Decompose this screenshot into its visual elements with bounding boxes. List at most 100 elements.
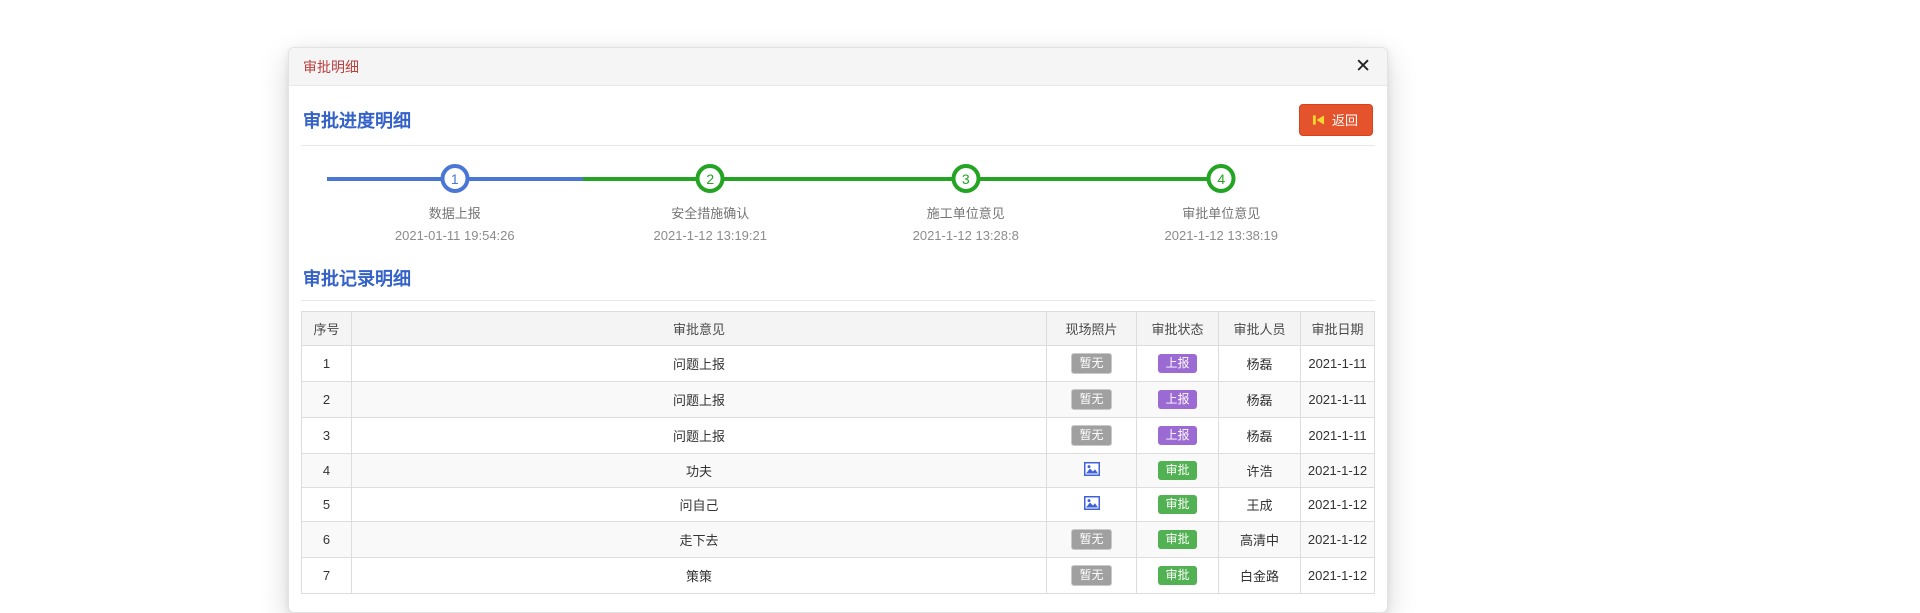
cell-opinion: 问题上报 xyxy=(351,381,1047,418)
cell-status: 上报 xyxy=(1136,345,1219,382)
header-status: 审批状态 xyxy=(1136,311,1219,346)
stepper-step-timestamp: 2021-1-12 13:28:8 xyxy=(912,228,1019,243)
cell-date: 2021-1-11 xyxy=(1300,381,1375,418)
photo-cell-content: 暂无 xyxy=(1071,529,1112,550)
modal-title: 审批明细 xyxy=(303,58,359,75)
header-photo: 现场照片 xyxy=(1046,311,1137,346)
cell-photo: 暂无 xyxy=(1046,417,1137,454)
approval-detail-modal: 审批明细 ✕ 审批进度明细 返回 xyxy=(288,47,1388,613)
stepper-step: 3 施工单位意见 2021-1-12 13:28:8 xyxy=(838,164,1094,243)
stepper-connector-left xyxy=(327,177,441,181)
no-photo-badge: 暂无 xyxy=(1071,565,1112,586)
table-row: 5 问自己 xyxy=(301,487,1375,522)
cell-no: 6 xyxy=(301,521,352,558)
cell-no: 2 xyxy=(301,381,352,418)
stepper-step-timestamp: 2021-01-11 19:54:26 xyxy=(394,228,515,243)
status-badge: 审批 xyxy=(1158,461,1197,480)
stepper-connector-right xyxy=(979,177,1094,181)
cell-date: 2021-1-12 xyxy=(1300,487,1375,522)
modal-header: 审批明细 ✕ xyxy=(289,48,1387,86)
no-photo-badge: 暂无 xyxy=(1071,529,1112,550)
cell-opinion: 问题上报 xyxy=(351,417,1047,454)
stepper-step: 1 数据上报 2021-01-11 19:54:26 xyxy=(327,164,583,243)
back-button-label: 返回 xyxy=(1331,113,1358,128)
cell-no: 3 xyxy=(301,417,352,454)
cell-date: 2021-1-12 xyxy=(1300,453,1375,488)
cell-person: 王成 xyxy=(1218,487,1301,522)
back-button[interactable]: 返回 xyxy=(1298,104,1373,136)
cell-no: 1 xyxy=(301,345,352,382)
table-row: 3 问题上报 暂无 xyxy=(301,417,1375,454)
header-no: 序号 xyxy=(301,311,352,346)
cell-opinion: 功夫 xyxy=(351,453,1047,488)
cell-person: 杨磊 xyxy=(1218,381,1301,418)
cell-status: 上报 xyxy=(1136,381,1219,418)
status-badge: 上报 xyxy=(1158,354,1197,373)
header-opinion: 审批意见 xyxy=(351,311,1047,346)
approval-records-table: 序号 审批意见 现场照片 审批状态 审批人员 审批日期 1 问题上报 xyxy=(301,311,1375,594)
photo-cell-content xyxy=(1083,496,1100,513)
step-backward-icon xyxy=(1312,114,1325,126)
table-row: 6 走下去 暂无 xyxy=(301,521,1375,558)
stepper-step-timestamp: 2021-1-12 13:19:21 xyxy=(653,228,767,243)
stepper-connector-left xyxy=(1093,177,1208,181)
no-photo-badge: 暂无 xyxy=(1071,425,1112,446)
cell-date: 2021-1-12 xyxy=(1300,521,1375,558)
cell-status: 上报 xyxy=(1136,417,1219,454)
cell-opinion: 问题上报 xyxy=(351,345,1047,382)
stepper-step: 4 审批单位意见 2021-1-12 13:38:19 xyxy=(1093,164,1350,243)
stepper-node: 3 xyxy=(951,164,981,193)
photo-thumbnail-icon[interactable] xyxy=(1083,496,1100,510)
stepper-step-label: 审批单位意见 xyxy=(1182,206,1261,221)
table-row: 2 问题上报 暂无 xyxy=(301,381,1375,418)
stepper-step: 2 安全措施确认 2021-1-12 13:19:21 xyxy=(582,164,838,243)
cell-photo xyxy=(1046,487,1137,522)
cell-opinion: 走下去 xyxy=(351,521,1047,558)
stepper-node: 4 xyxy=(1206,164,1236,193)
photo-cell-content: 暂无 xyxy=(1071,389,1112,410)
stepper-node-number: 4 xyxy=(1217,170,1226,187)
cell-status: 审批 xyxy=(1136,487,1219,522)
table-row: 1 问题上报 暂无 xyxy=(301,345,1375,382)
stepper-step-label: 施工单位意见 xyxy=(926,206,1005,221)
stepper-connector-right xyxy=(724,177,838,181)
cell-opinion: 问自己 xyxy=(351,487,1047,522)
close-icon[interactable]: ✕ xyxy=(1355,56,1371,77)
photo-thumbnail-icon[interactable] xyxy=(1083,462,1100,476)
stepper-step-label: 数据上报 xyxy=(428,206,481,221)
cell-photo: 暂无 xyxy=(1046,557,1137,594)
cell-no: 4 xyxy=(301,453,352,488)
cell-person: 杨磊 xyxy=(1218,417,1301,454)
cell-no: 5 xyxy=(301,487,352,522)
table-row: 7 策策 暂无 xyxy=(301,557,1375,594)
table-header: 序号 审批意见 现场照片 审批状态 审批人员 审批日期 xyxy=(301,311,1375,346)
stepper-connector-left xyxy=(582,177,697,181)
cell-person: 杨磊 xyxy=(1218,345,1301,382)
header-person: 审批人员 xyxy=(1218,311,1301,346)
cell-opinion: 策策 xyxy=(351,557,1047,594)
stepper-connector-left xyxy=(838,177,952,181)
cell-status: 审批 xyxy=(1136,453,1219,488)
stepper-connector-right xyxy=(468,177,583,181)
table-row: 4 功夫 xyxy=(301,453,1375,488)
cell-photo xyxy=(1046,453,1137,488)
cell-no: 7 xyxy=(301,557,352,594)
stepper-step-timestamp: 2021-1-12 13:38:19 xyxy=(1164,228,1278,243)
no-photo-badge: 暂无 xyxy=(1071,353,1112,374)
photo-cell-content xyxy=(1083,462,1100,479)
stepper-track: 3 xyxy=(838,164,1094,194)
progress-section-title: 审批进度明细 xyxy=(303,111,411,131)
status-badge: 审批 xyxy=(1158,566,1197,585)
status-badge: 上报 xyxy=(1158,426,1197,445)
stepper-node: 2 xyxy=(695,164,725,193)
stepper-track: 1 xyxy=(327,164,583,194)
photo-cell-content: 暂无 xyxy=(1071,565,1112,586)
cell-photo: 暂无 xyxy=(1046,345,1137,382)
cell-photo: 暂无 xyxy=(1046,521,1137,558)
cell-person: 高清中 xyxy=(1218,521,1301,558)
stepper-track: 2 xyxy=(582,164,838,194)
records-section-title: 审批记录明细 xyxy=(303,269,411,289)
approval-stepper: 1 数据上报 2021-01-11 19:54:26 2 xyxy=(301,150,1375,249)
no-photo-badge: 暂无 xyxy=(1071,389,1112,410)
cell-date: 2021-1-11 xyxy=(1300,345,1375,382)
